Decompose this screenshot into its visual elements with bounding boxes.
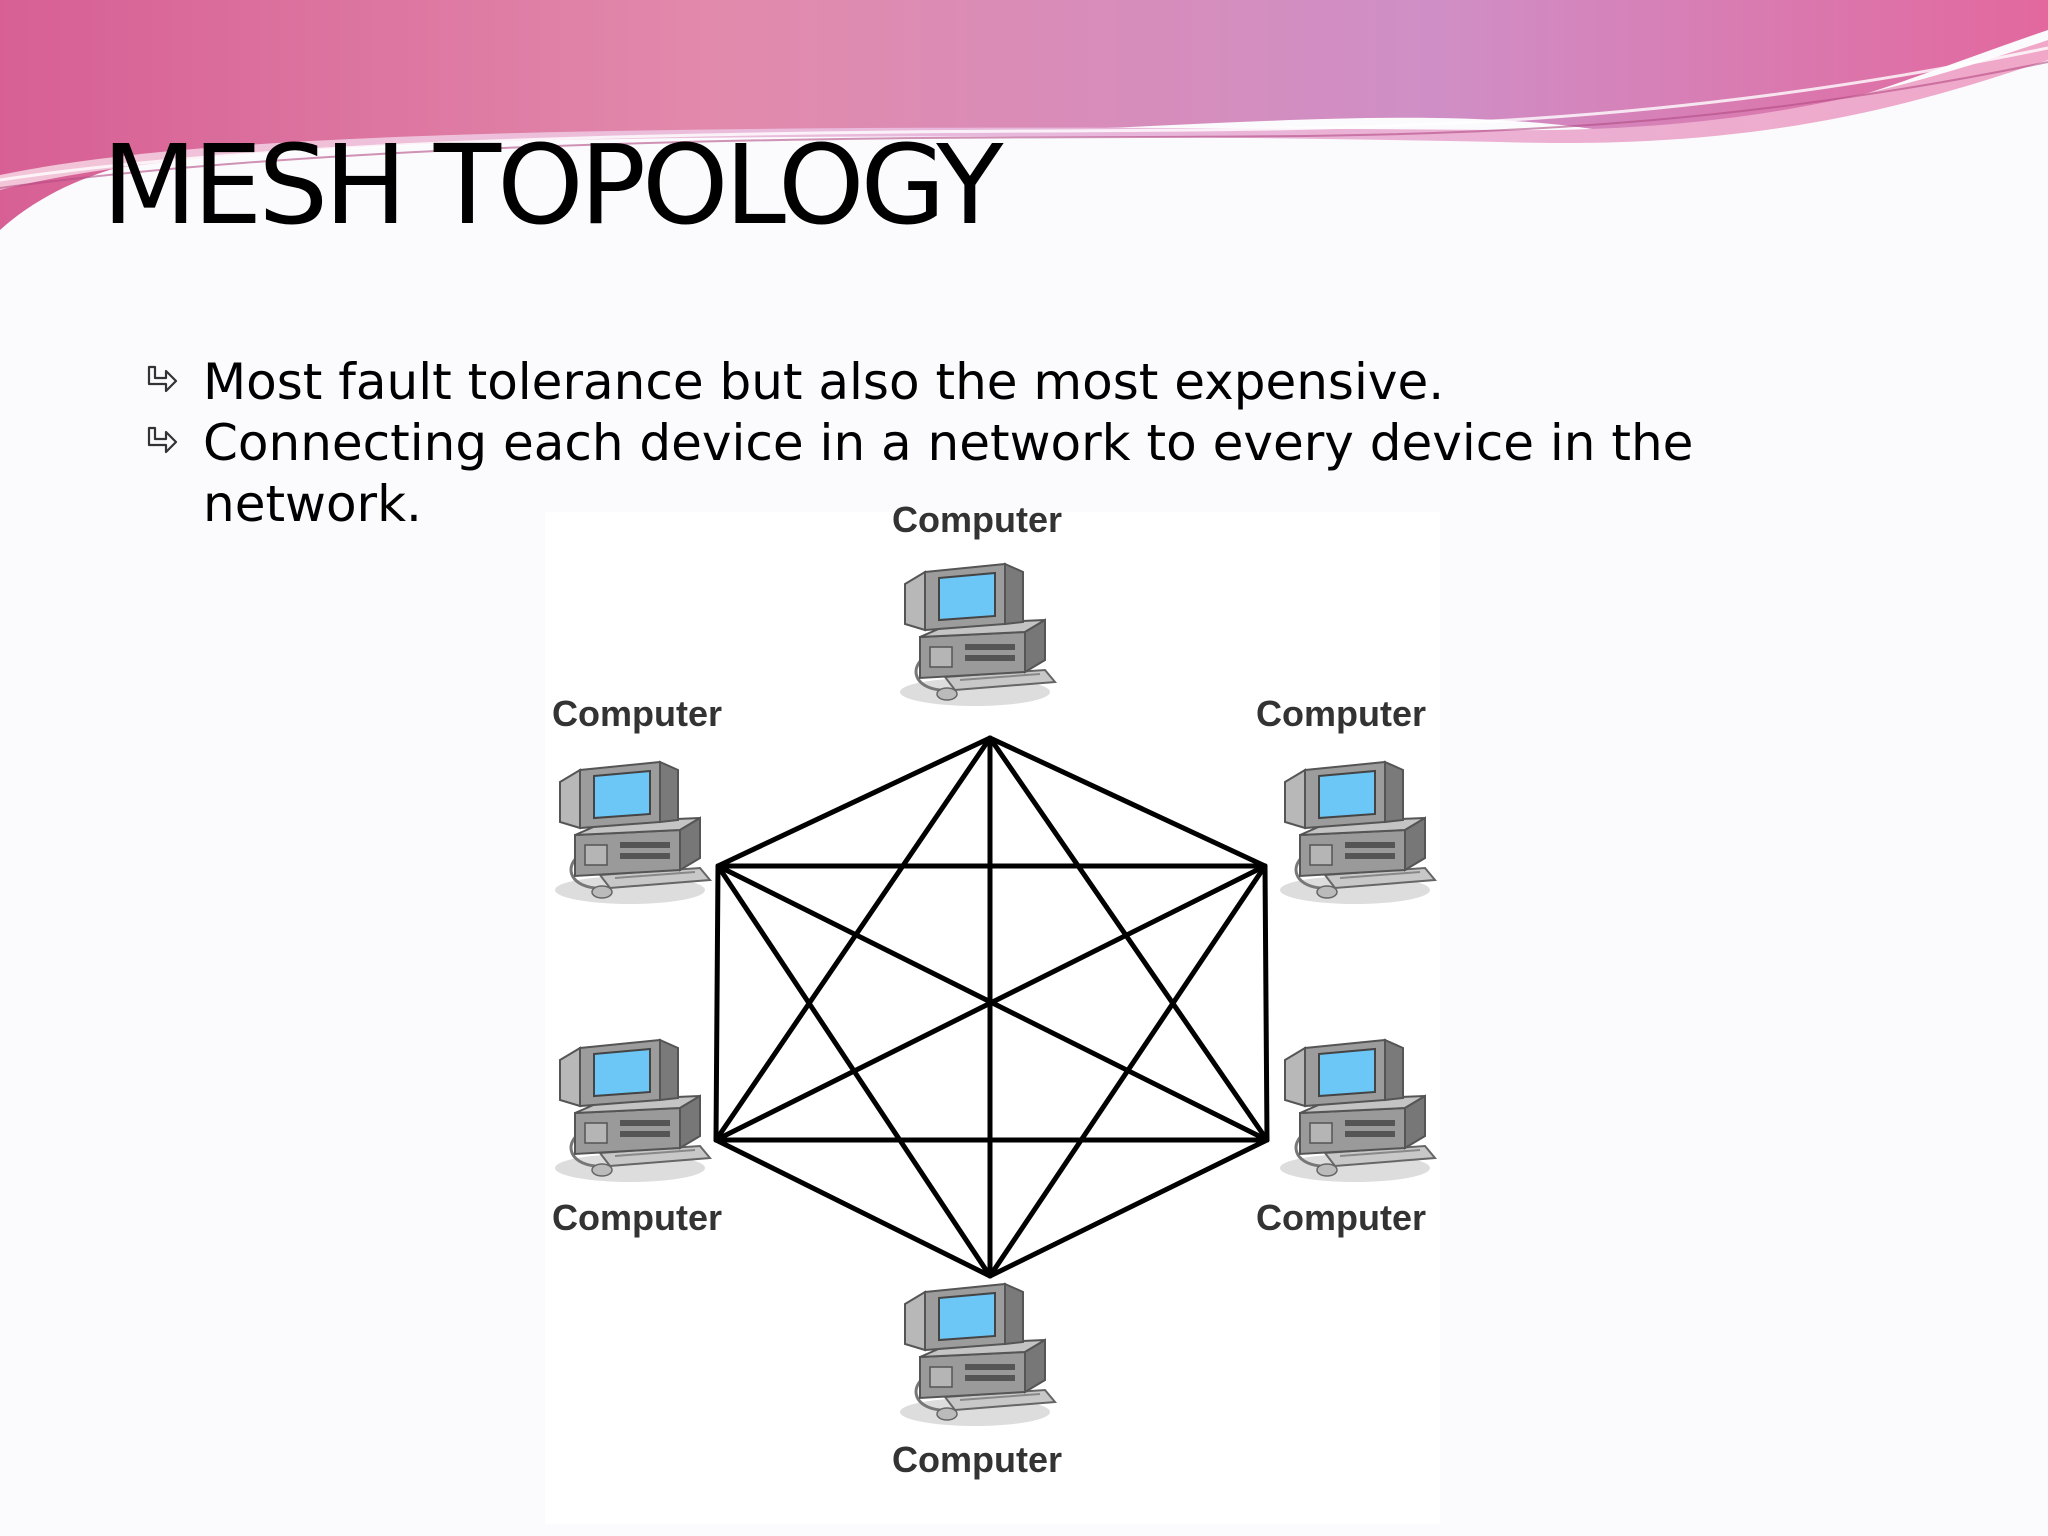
diagram-background (545, 512, 1440, 1524)
bullet-item: Connecting each device in a network to e… (145, 413, 1765, 535)
bullet-text: Most fault tolerance but also the most e… (203, 353, 1445, 411)
slide-title: MESH TOPOLOGY (102, 121, 1004, 249)
bullet-item: Most fault tolerance but also the most e… (145, 352, 1765, 413)
bullet-list: Most fault tolerance but also the most e… (145, 352, 1765, 535)
arrow-bullet-icon (147, 426, 178, 454)
header-wave-decoration (0, 0, 2048, 230)
arrow-bullet-icon (147, 365, 178, 393)
bullet-text: Connecting each device in a network to e… (203, 414, 1694, 533)
